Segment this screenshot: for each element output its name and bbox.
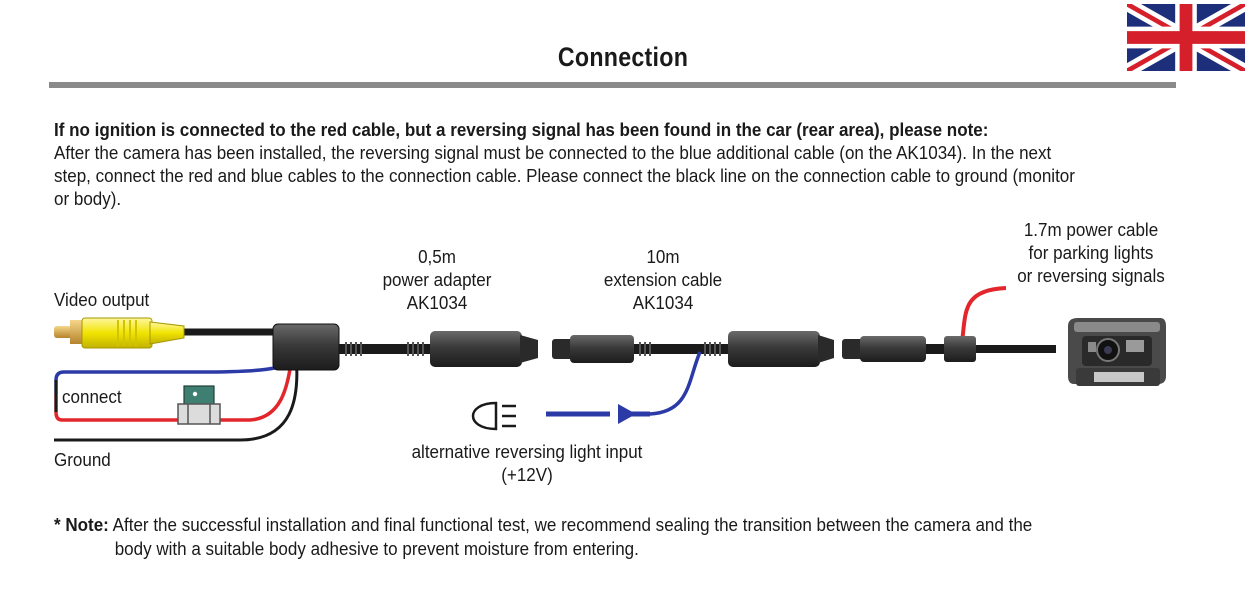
reverse-input-line1: alternative reversing light input [411, 441, 643, 462]
power-cable-line3: or reversing signals [1017, 265, 1165, 286]
red-wire [54, 354, 294, 422]
instructions-body: After the camera has been installed, the… [54, 142, 1075, 209]
extension-label: 10m extension cable AK1034 [585, 245, 741, 314]
reverse-input-line2: (+12V) [501, 464, 553, 485]
extension-plug [728, 331, 834, 367]
adapter-plug [430, 331, 538, 367]
rca-video-plug [54, 317, 185, 349]
note-label: * Note: [54, 514, 109, 535]
video-output-label: Video output [54, 289, 150, 310]
uk-flag-icon [1127, 4, 1245, 71]
note-text: After the successful installation and fi… [112, 514, 1033, 535]
blue-reverse-wire [649, 351, 702, 416]
power-cable-line2: for parking lights [1028, 242, 1154, 263]
power-cable-label: 1.7m power cable for parking lights or r… [1004, 218, 1179, 287]
fuse-holder [177, 385, 221, 425]
title-divider [49, 82, 1176, 88]
junction-box [272, 323, 340, 371]
power-cable-line1: 1.7m power cable [1023, 219, 1159, 240]
red-power-wire [960, 286, 1007, 343]
note: * Note: After the successful installatio… [54, 513, 1084, 561]
extension-length: 10m [646, 246, 680, 267]
reversing-light-icon [471, 401, 516, 431]
page-title: Connection [557, 42, 689, 72]
power-cable-plug [842, 336, 926, 362]
ground-label: Ground [54, 449, 111, 470]
reversing-camera-icon [1068, 318, 1166, 386]
ground-wire [54, 354, 299, 442]
note-text-continued: body with a suitable body adhesive to pr… [114, 538, 639, 559]
adapter-label: 0,5m power adapter AK1034 [363, 245, 510, 314]
instructions: If no ignition is connected to the red c… [54, 118, 1084, 210]
extension-name: extension cable [603, 269, 723, 290]
power-cable-junction [944, 336, 976, 362]
adapter-length: 0,5m [418, 246, 456, 267]
adapter-name: power adapter [382, 269, 492, 290]
reverse-input-arrow [546, 404, 650, 424]
instructions-heading: If no ignition is connected to the red c… [54, 119, 989, 140]
adapter-model: AK1034 [406, 292, 468, 313]
extension-model: AK1034 [632, 292, 694, 313]
reverse-input-label: alternative reversing light input (+12V) [403, 440, 651, 486]
connect-label: connect [62, 386, 122, 407]
extension-plug-female [552, 335, 634, 363]
